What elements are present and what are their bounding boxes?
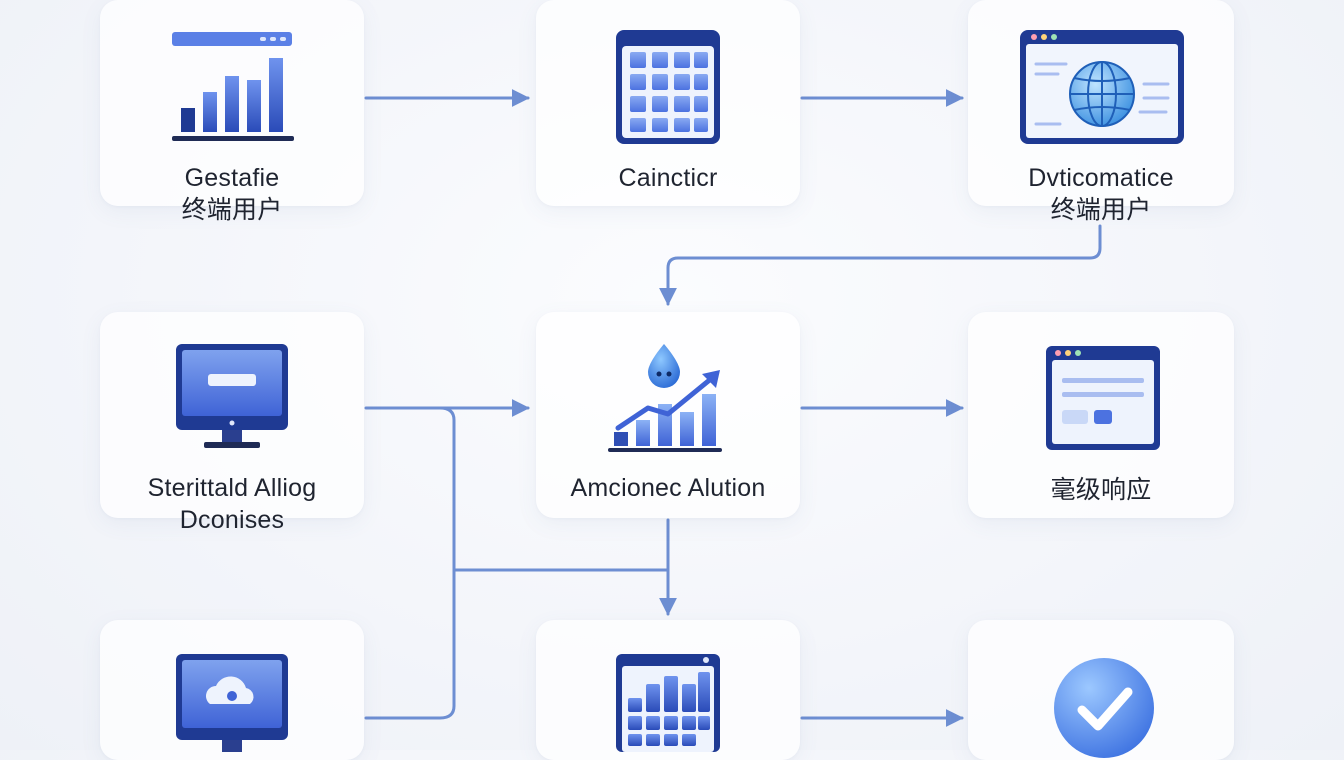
node-label-line: Dvticomatice [1028, 164, 1174, 192]
node-label-n2: Caincticr [536, 162, 800, 194]
growth-chart-drop-icon [608, 344, 722, 452]
node-card-n7[interactable] [100, 620, 364, 760]
grid-calendar-icon [616, 30, 720, 144]
node-card-n9[interactable] [968, 620, 1234, 760]
node-label-line: Amcionec Alution [570, 474, 766, 502]
connector-n4-branch [364, 406, 456, 720]
node-label-line: Sterittald Alliog [147, 474, 317, 502]
node-label-line: Gestafie [184, 164, 280, 192]
node-label-line: 终端用户 [181, 196, 283, 224]
node-label-line: 终端用户 [1050, 196, 1152, 224]
node-card-n2[interactable]: Caincticr [536, 0, 800, 206]
arrow-n3-n5 [659, 224, 1102, 306]
node-label-line: Caincticr [618, 164, 718, 192]
node-label-n1: Gestafie 终端用户 [100, 162, 364, 226]
node-label-n3: Dvticomatice 终端用户 [968, 162, 1234, 226]
node-label-line: Dconises [179, 506, 285, 534]
check-circle-icon [1054, 658, 1154, 758]
node-card-n6[interactable]: 毫级响应 [968, 312, 1234, 518]
monitor-cloud-icon [176, 654, 288, 752]
node-card-n4[interactable]: Sterittald Alliog Dconises [100, 312, 364, 534]
node-label-n4: Sterittald Alliog Dconises [100, 472, 364, 536]
node-card-n5[interactable]: Amcionec Alution [536, 312, 800, 518]
browser-globe-icon [1020, 30, 1184, 144]
node-label-n5: Amcionec Alution [536, 472, 800, 504]
data-grid-icon [616, 654, 720, 752]
node-label-n6: 毫级响应 [968, 474, 1234, 506]
browser-window-icon [1046, 346, 1160, 450]
node-card-n8[interactable] [536, 620, 800, 760]
node-label-line: 毫级响应 [1050, 476, 1152, 504]
node-card-n3[interactable]: Dvticomatice 终端用户 [968, 0, 1234, 224]
node-card-n1[interactable]: Gestafie 终端用户 [100, 0, 364, 224]
monitor-icon [176, 344, 288, 448]
bar-chart-icon [172, 32, 294, 141]
